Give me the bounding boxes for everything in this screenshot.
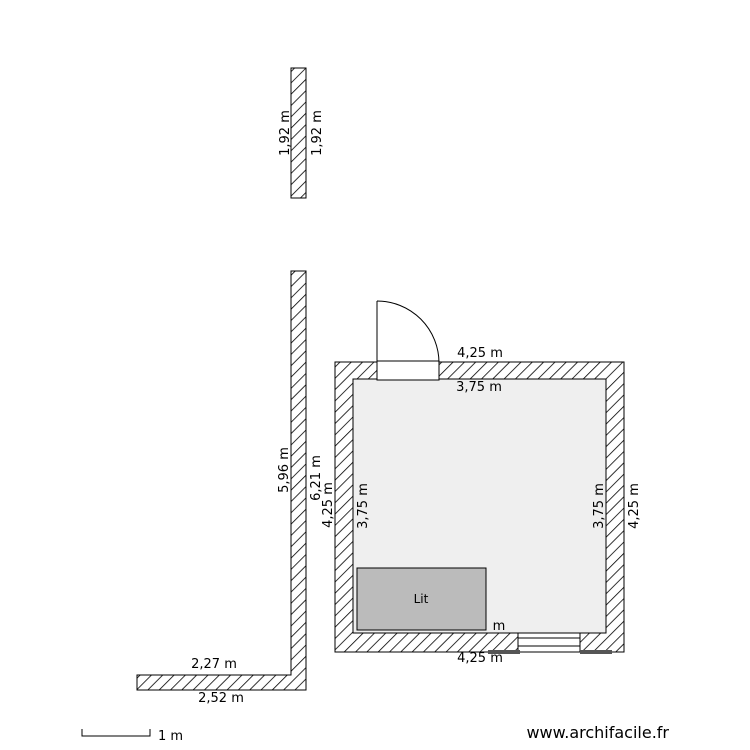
watermark: www.archifacile.fr bbox=[526, 723, 669, 742]
dimension-small-wall-left: 1,92 m bbox=[278, 110, 293, 156]
door-swing-arc bbox=[376, 300, 440, 364]
dimension-left-inner: 3,75 m bbox=[356, 483, 371, 529]
window-sash-right bbox=[580, 650, 612, 654]
scale-label: 1 m bbox=[158, 729, 183, 744]
dimension-bottom-outer: 4,25 m bbox=[457, 651, 503, 666]
dimension-small-wall-right: 1,92 m bbox=[310, 110, 325, 156]
dimension-bottom-inner-partial: m bbox=[493, 619, 506, 634]
bed-label: Lit bbox=[414, 592, 429, 606]
door-opening bbox=[376, 360, 440, 381]
window-opening bbox=[517, 632, 581, 653]
small-vertical-wall bbox=[290, 67, 307, 199]
dimension-foot-wall-bottom: 2,52 m bbox=[198, 691, 244, 706]
dimension-foot-wall-top: 2,27 m bbox=[191, 657, 237, 672]
dimension-long-wall-right: 6,21 m bbox=[309, 455, 324, 501]
window-sash-left bbox=[488, 650, 520, 654]
dimension-right-outer: 4,25 m bbox=[627, 483, 642, 529]
dimension-right-inner: 3,75 m bbox=[592, 483, 607, 529]
l-shaped-wall bbox=[136, 270, 307, 691]
scale-bar bbox=[81, 729, 151, 737]
dimension-top-inner: 3,75 m bbox=[456, 380, 502, 395]
bed bbox=[356, 567, 487, 631]
dimension-left-outer: 4,25 m bbox=[321, 482, 336, 528]
dimension-top-outer: 4,25 m bbox=[457, 346, 503, 361]
dimension-long-wall-left: 5,96 m bbox=[277, 447, 292, 493]
